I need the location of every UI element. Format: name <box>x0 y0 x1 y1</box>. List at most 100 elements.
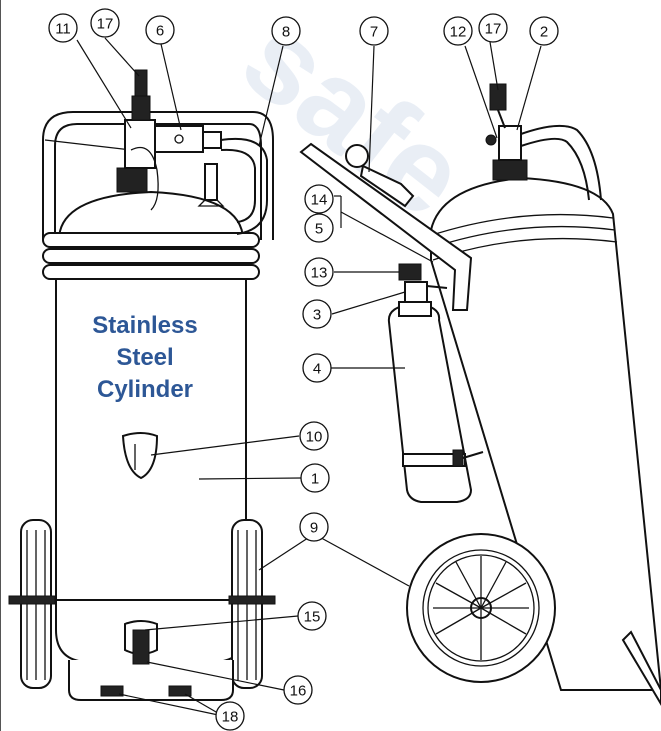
leader-lines <box>76 37 542 717</box>
callout-number: 12 <box>450 24 467 41</box>
callout-circle <box>529 16 559 46</box>
callout-c11: 11 <box>48 13 78 43</box>
carry-handle <box>42 111 274 240</box>
callout-number: 4 <box>313 361 321 378</box>
side-wheel-rim <box>422 549 540 667</box>
callout-circle <box>297 601 327 631</box>
valve-body <box>124 119 156 169</box>
callout-c1: 1 <box>300 463 330 493</box>
nozzle-tip <box>197 199 225 207</box>
cylinder-label-line-3: Cylinder <box>96 376 194 403</box>
callout-c17a: 17 <box>90 8 120 38</box>
callout-circle <box>300 463 330 493</box>
callout-circle <box>283 675 313 705</box>
ring-1 <box>42 232 260 248</box>
relief-cap <box>134 69 148 97</box>
side-gauge <box>485 134 497 146</box>
side-wheel-spokes <box>433 556 529 660</box>
side-valve-nut <box>492 159 528 181</box>
nozzle-reel <box>345 144 369 168</box>
side-valve-body <box>498 125 522 161</box>
callout-number: 17 <box>485 21 502 38</box>
callout-circle <box>90 8 120 38</box>
callout-number: 9 <box>310 520 318 537</box>
callout-circle <box>304 184 334 214</box>
ring-3 <box>42 264 260 280</box>
callout-c2: 2 <box>529 16 559 46</box>
callout-number: 5 <box>315 221 323 238</box>
callout-circle <box>271 16 301 46</box>
callout-circle <box>302 299 332 329</box>
side-ring-1 <box>428 213 614 237</box>
right-wheel <box>228 519 276 689</box>
ring-2 <box>42 248 260 264</box>
callout-number: 17 <box>97 16 114 33</box>
callout-c5: 5 <box>304 213 334 243</box>
side-hose-inner <box>520 137 590 201</box>
callout-circle <box>304 213 334 243</box>
side-nozzle <box>359 164 415 208</box>
valve-bolt <box>174 134 184 144</box>
callout-number: 6 <box>156 23 164 40</box>
callout-number: 10 <box>306 429 323 446</box>
callout-c6: 6 <box>145 15 175 45</box>
callout-number: 3 <box>313 307 321 324</box>
callout-circle <box>215 701 245 731</box>
cylinder-label-line-1: Stainless <box>92 312 198 339</box>
handle-bar <box>44 139 132 151</box>
cylinder-label-line-2: Steel <box>116 344 174 371</box>
cartridge-knob <box>398 263 422 281</box>
callout-circle <box>145 15 175 45</box>
callout-circle <box>299 421 329 451</box>
callout-c4: 4 <box>302 353 332 383</box>
side-handle <box>299 142 473 311</box>
clamp-strap <box>462 451 484 459</box>
callout-circle <box>443 16 473 46</box>
callout-c8: 8 <box>271 16 301 46</box>
hose <box>220 138 268 235</box>
callout-c3: 3 <box>302 299 332 329</box>
clamp-bolt <box>452 449 464 467</box>
callout-circle <box>299 512 329 542</box>
siphon-tube <box>130 146 159 211</box>
valve-nut <box>116 167 148 193</box>
callout-c18: 18 <box>215 701 245 731</box>
side-hose <box>520 124 602 201</box>
callout-number: 8 <box>282 24 290 41</box>
callout-number: 1 <box>311 471 319 488</box>
side-ring-2 <box>430 225 616 249</box>
cylinder-label: Stainless Steel Cylinder <box>71 310 219 406</box>
cartridge-clamp <box>402 453 466 467</box>
side-wheel-rim-inner <box>427 554 535 662</box>
callouts: 11 17 6 8 7 12 17 2 14 5 13 3 4 10 1 9 15 16 18 <box>48 8 559 731</box>
callout-circle <box>478 13 508 43</box>
nozzle <box>204 163 218 201</box>
hose-inner <box>220 148 256 223</box>
callout-c16: 16 <box>283 675 313 705</box>
side-view <box>299 83 661 706</box>
base-frame <box>68 660 234 701</box>
side-relief-stem <box>497 109 506 129</box>
callout-number: 18 <box>222 709 239 726</box>
callout-circle <box>48 13 78 43</box>
side-cylinder-body <box>430 176 661 691</box>
drain-plug <box>132 629 150 665</box>
valve-outlet <box>202 131 222 149</box>
cartridge-neck <box>398 301 432 317</box>
cartridge-connector <box>426 285 448 289</box>
callout-number: 15 <box>304 609 321 626</box>
callout-c9: 9 <box>299 512 329 542</box>
foot-pad-1 <box>100 685 124 697</box>
callout-circle <box>304 257 334 287</box>
callout-number: 7 <box>370 24 378 41</box>
callout-c12: 12 <box>443 16 473 46</box>
callout-c17b: 17 <box>478 13 508 43</box>
callout-number: 13 <box>311 265 328 282</box>
relief-valve <box>131 95 151 121</box>
inspection-window <box>121 432 159 480</box>
front-view <box>8 69 276 701</box>
foot-pad-2 <box>168 685 192 697</box>
callout-number: 14 <box>311 192 328 209</box>
